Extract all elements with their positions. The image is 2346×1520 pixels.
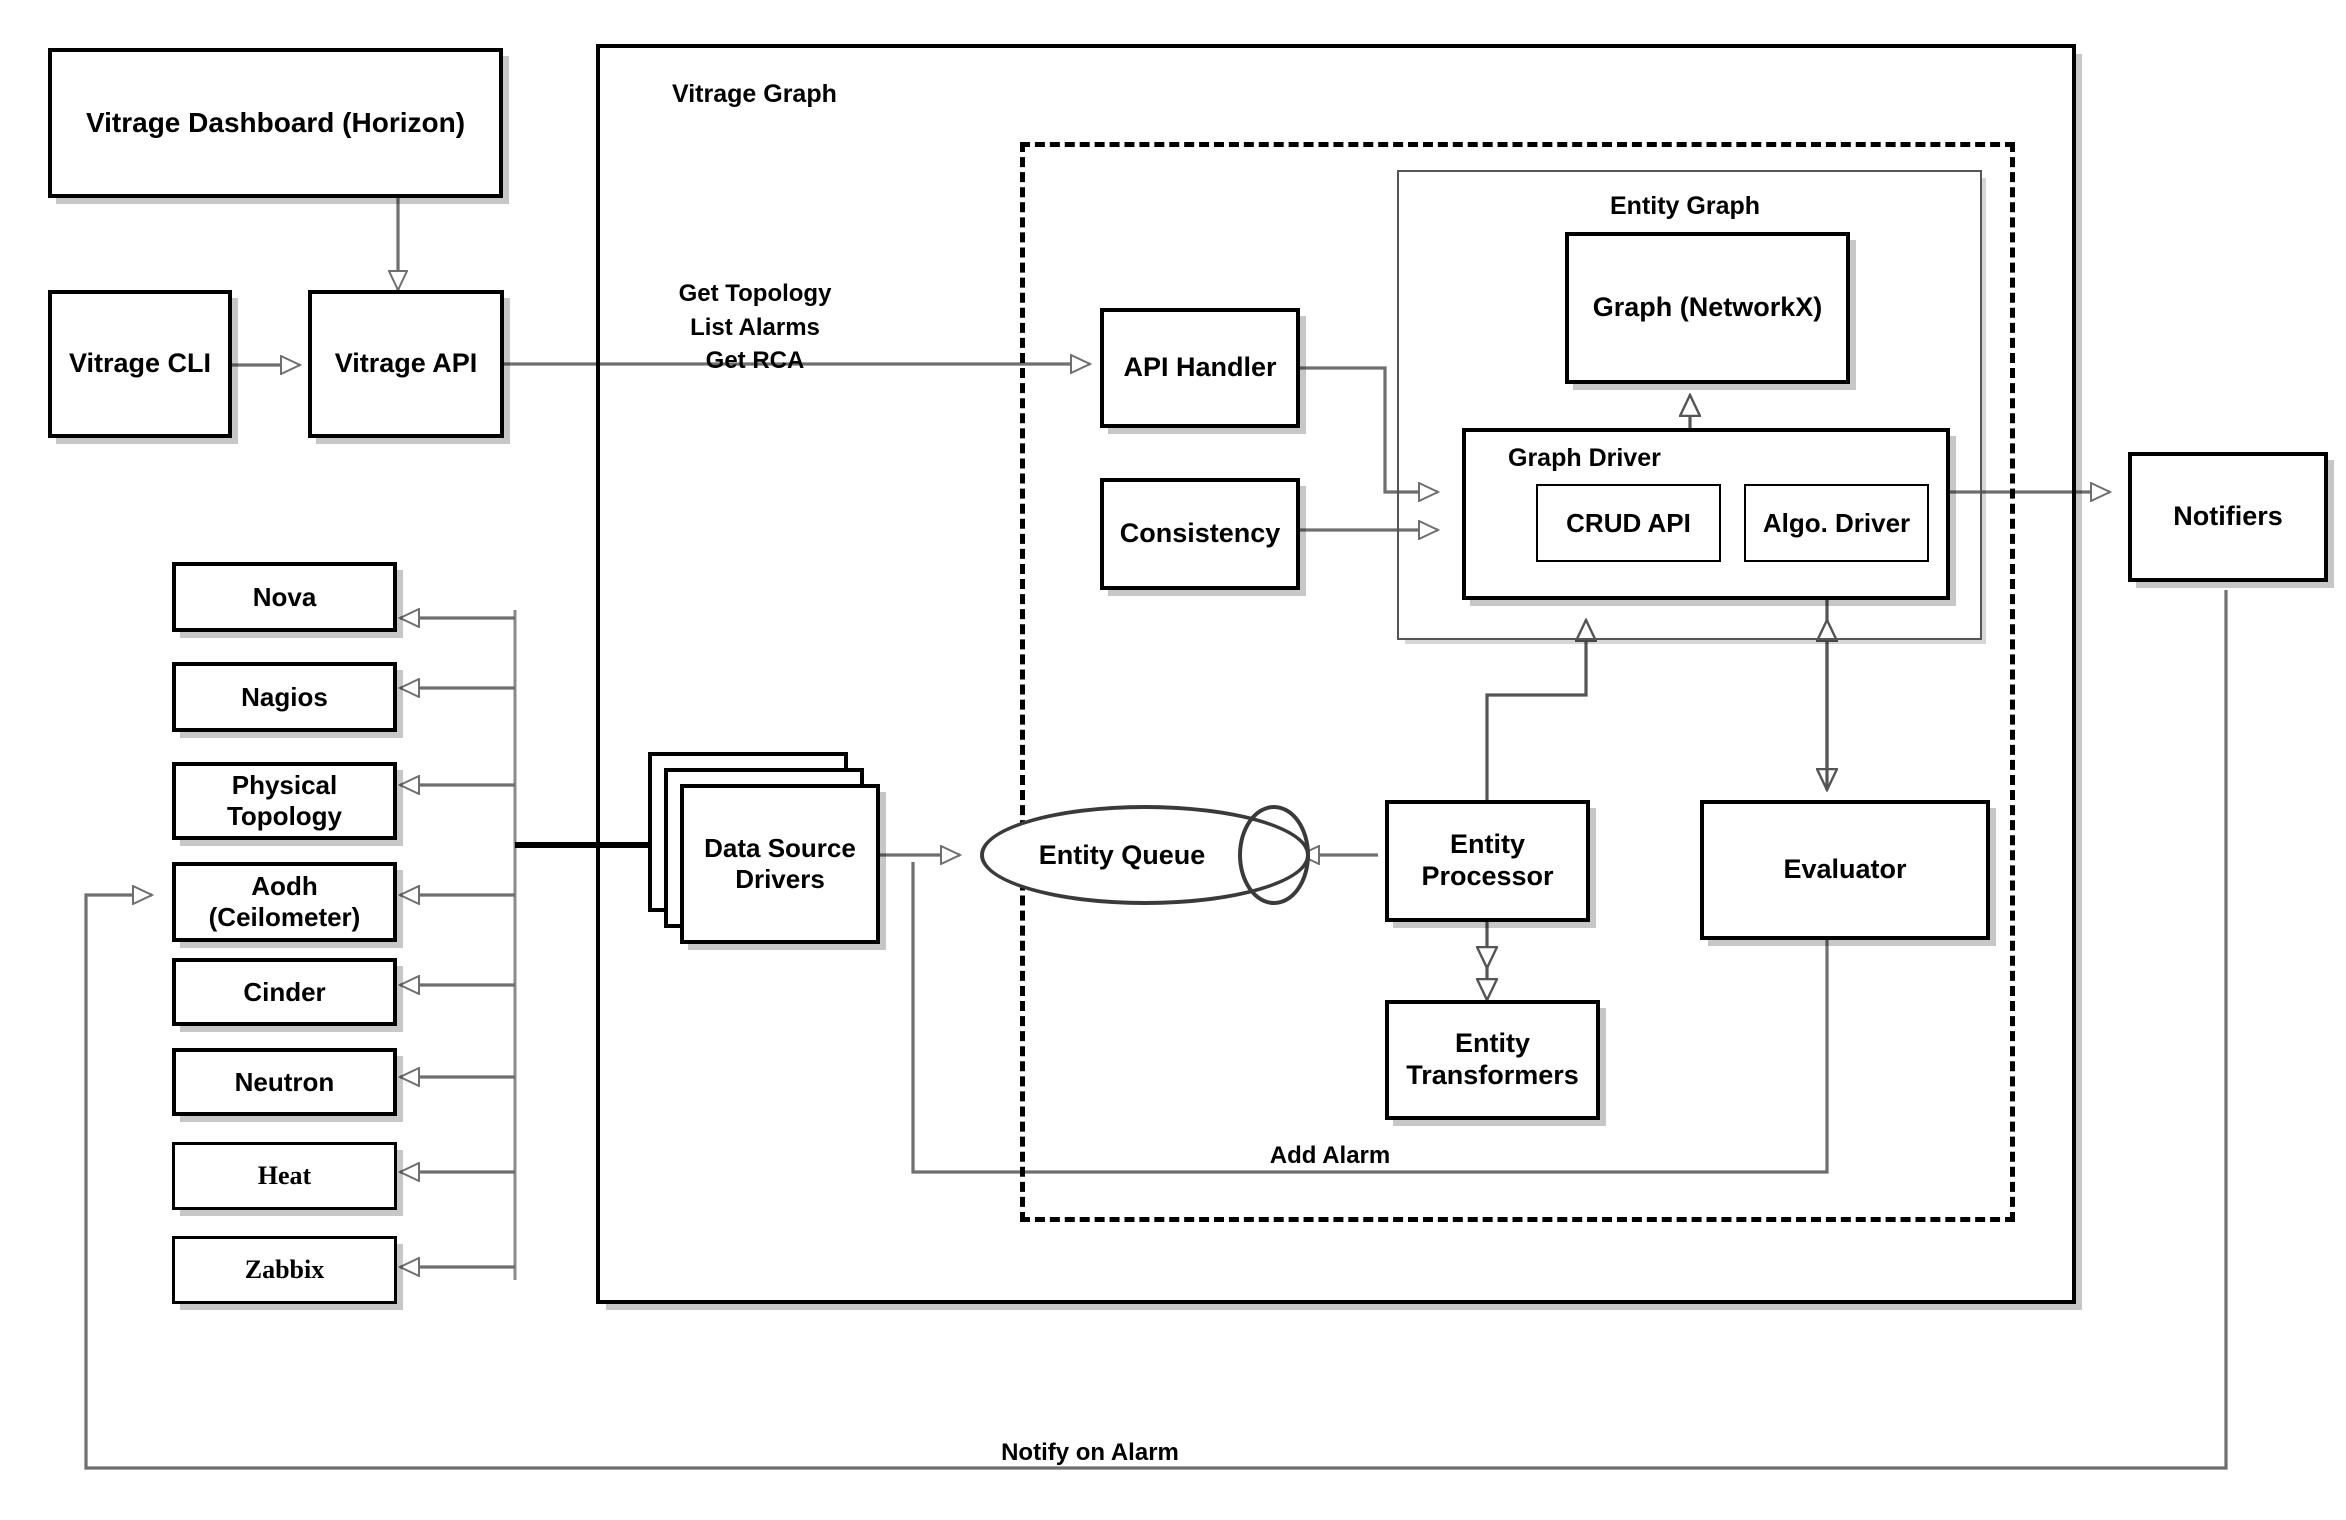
entity-transformers-label-line2: Transformers (1406, 1060, 1579, 1090)
algo-driver-label: Algo. Driver (1762, 507, 1911, 538)
stack-sheet-front[interactable]: Data Source Drivers (680, 784, 880, 944)
entity-queue-label: Entity Queue (1038, 839, 1206, 870)
api-handler-label: API Handler (1123, 352, 1277, 383)
vitrage-graph-label: Vitrage Graph (672, 80, 837, 108)
vitrage-cli-label: Vitrage CLI (68, 348, 212, 379)
datasource-nova-box[interactable]: Nova (172, 562, 397, 632)
graph-networkx-box[interactable]: Graph (NetworkX) (1565, 232, 1850, 384)
graph-driver-label: Graph Driver (1508, 444, 1661, 472)
datasource-aodh-label-line1: Aodh (251, 871, 318, 902)
datasource-physical-topology-box[interactable]: Physical Topology (172, 762, 397, 840)
notifiers-box[interactable]: Notifiers (2128, 452, 2328, 582)
datasource-cinder-label: Cinder (243, 976, 326, 1007)
edge-label-get-topology: Get Topology (678, 280, 832, 307)
consistency-label: Consistency (1119, 518, 1281, 549)
vitrage-dashboard-label: Vitrage Dashboard (Horizon) (85, 107, 466, 139)
entity-queue-cylinder[interactable]: Entity Queue (980, 805, 1310, 905)
vitrage-api-label: Vitrage API (334, 348, 478, 379)
algo-driver-box[interactable]: Algo. Driver (1744, 484, 1929, 562)
data-source-drivers-label-line1: Data Source (704, 832, 856, 863)
edge-label-add-alarm: Add Alarm (1269, 1142, 1391, 1169)
entity-processor-label-line1: Entity (1449, 829, 1525, 860)
crud-api-label: CRUD API (1566, 507, 1691, 538)
datasource-physical-topology-label-line1: Physical (231, 770, 338, 801)
notifiers-label: Notifiers (2173, 501, 2283, 532)
vitrage-cli-box[interactable]: Vitrage CLI (48, 290, 232, 438)
datasource-neutron-label: Neutron (234, 1066, 335, 1097)
vitrage-api-box[interactable]: Vitrage API (308, 290, 504, 438)
datasource-nova-label: Nova (252, 581, 317, 612)
vitrage-dashboard-box[interactable]: Vitrage Dashboard (Horizon) (48, 48, 503, 198)
data-source-drivers-stack[interactable]: Data Source Drivers (648, 752, 888, 944)
consistency-box[interactable]: Consistency (1100, 478, 1300, 590)
entity-processor-box[interactable]: Entity Processor (1385, 800, 1590, 922)
edge-label-notify-on-alarm: Notify on Alarm (1001, 1439, 1179, 1466)
datasource-cinder-box[interactable]: Cinder (172, 958, 397, 1026)
crud-api-box[interactable]: CRUD API (1536, 484, 1721, 562)
api-handler-box[interactable]: API Handler (1100, 308, 1300, 428)
evaluator-box[interactable]: Evaluator (1700, 800, 1990, 940)
datasource-nagios-box[interactable]: Nagios (172, 662, 397, 732)
edge-label-get-rca: Get RCA (705, 347, 805, 374)
datasource-neutron-box[interactable]: Neutron (172, 1048, 397, 1116)
entity-transformers-label-line1: Entity (1454, 1028, 1530, 1059)
datasource-physical-topology-label-line2: Topology (226, 801, 343, 831)
evaluator-label: Evaluator (1783, 854, 1907, 885)
edge-label-list-alarms: List Alarms (690, 314, 820, 341)
entity-processor-label-line2: Processor (1421, 861, 1554, 891)
datasource-aodh-label-line2: (Ceilometer) (208, 902, 361, 932)
datasource-zabbix-label: Zabbix (244, 1254, 325, 1284)
datasource-nagios-label: Nagios (241, 681, 328, 712)
datasource-aodh-box[interactable]: Aodh (Ceilometer) (172, 862, 397, 942)
datasource-zabbix-box[interactable]: Zabbix (172, 1236, 397, 1304)
datasource-heat-box[interactable]: Heat (172, 1142, 397, 1210)
entity-transformers-box[interactable]: Entity Transformers (1385, 1000, 1600, 1120)
graph-networkx-label: Graph (NetworkX) (1592, 292, 1823, 323)
datasource-heat-label: Heat (257, 1160, 312, 1190)
entity-graph-label: Entity Graph (1610, 192, 1761, 220)
data-source-drivers-label-line2: Drivers (735, 864, 825, 894)
